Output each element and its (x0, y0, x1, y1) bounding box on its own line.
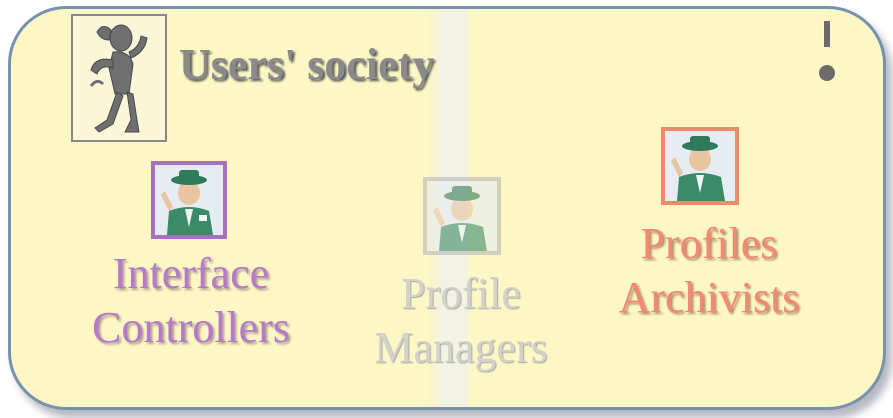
label-line: Archivists (618, 273, 800, 322)
label-line: Profile (401, 269, 521, 318)
label-line: Profiles (640, 219, 778, 268)
profiles-archivist-icon (661, 127, 739, 205)
thinking-person-icon (71, 14, 167, 142)
label-line: Interface (112, 249, 270, 298)
profile-managers-label: Profile Managers (341, 267, 581, 375)
profiles-archivists-label: Profiles Archivists (589, 217, 829, 325)
users-society-panel: Users' society Interface Controllers (8, 6, 886, 410)
label-line: Managers (374, 323, 548, 372)
label-line: Controllers (92, 303, 290, 352)
profile-manager-icon (423, 177, 501, 255)
diagram-title: Users' society (179, 40, 435, 89)
exclamation-icon (815, 21, 839, 85)
interface-controllers-label: Interface Controllers (63, 247, 319, 355)
interface-controller-icon (151, 161, 227, 239)
